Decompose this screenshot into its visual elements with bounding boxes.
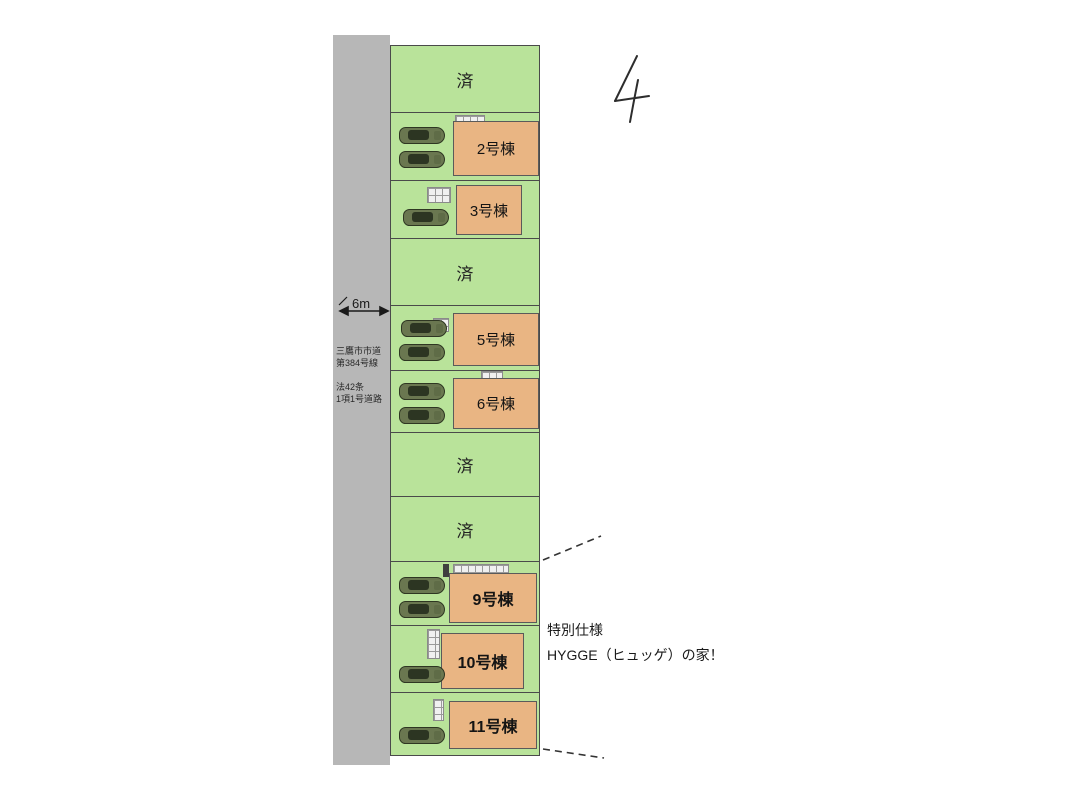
car-icon <box>399 127 445 144</box>
balcony-grid-icon <box>427 629 440 659</box>
car-icon <box>403 209 449 226</box>
road-width-label: 6m <box>352 296 371 311</box>
lot-8-sold-label: 済 <box>456 521 474 541</box>
entrance-bar-icon <box>443 564 449 577</box>
road-name-label: 三鷹市市道 第384号線 <box>336 346 382 369</box>
road-law-label: 法42条 1項1号道路 <box>336 382 383 405</box>
lot-7-sold-label: 済 <box>456 457 474 476</box>
lot-1-sold-label: 済 <box>456 71 474 91</box>
house-10-label: 10号棟 <box>457 655 508 672</box>
lot-8: 済 <box>390 496 540 562</box>
lot-7: 済 <box>390 432 540 497</box>
road-strip <box>333 35 390 765</box>
special-spec-callout: 特別仕様 HYGGE（ヒュッゲ）の家！ <box>547 622 724 664</box>
house-5-label: 5号棟 <box>476 332 516 349</box>
house-5: 5号棟 <box>453 313 539 366</box>
house-6: 6号棟 <box>453 378 539 429</box>
lot-2: 2号棟 <box>390 112 540 181</box>
house-3-label: 3号棟 <box>469 202 509 220</box>
lot-5: 5号棟 <box>390 305 540 371</box>
car-icon <box>399 407 445 424</box>
lot-4-sold-label: 済 <box>456 264 474 284</box>
house-6-label: 6号棟 <box>476 396 516 413</box>
car-icon <box>399 151 445 168</box>
sketch-number-4 <box>614 55 650 123</box>
car-icon <box>399 383 445 400</box>
house-9-label: 9号棟 <box>472 592 514 609</box>
lot-3: 3号棟 <box>390 180 540 239</box>
car-icon <box>401 320 447 337</box>
house-9: 9号棟 <box>449 573 537 623</box>
lot-6: 6号棟 <box>390 370 540 433</box>
car-icon <box>399 577 445 594</box>
balcony-grid-icon <box>427 187 451 203</box>
lot-9: 9号棟 <box>390 561 540 626</box>
house-2: 2号棟 <box>453 121 539 176</box>
balcony-grid-icon <box>433 699 444 721</box>
house-10: 10号棟 <box>441 633 524 689</box>
house-2-label: 2号棟 <box>476 141 516 158</box>
lot-4: 済 <box>390 238 540 306</box>
house-3: 3号棟 <box>456 185 522 235</box>
car-icon <box>399 727 445 744</box>
lot-11: 11号棟 <box>390 692 540 756</box>
house-11-label: 11号棟 <box>468 719 518 736</box>
house-11: 11号棟 <box>449 701 537 749</box>
car-icon <box>399 666 445 683</box>
car-icon <box>399 601 445 618</box>
car-icon <box>399 344 445 361</box>
lot-10: 10号棟 <box>390 625 540 693</box>
lot-1: 済 <box>390 45 540 113</box>
